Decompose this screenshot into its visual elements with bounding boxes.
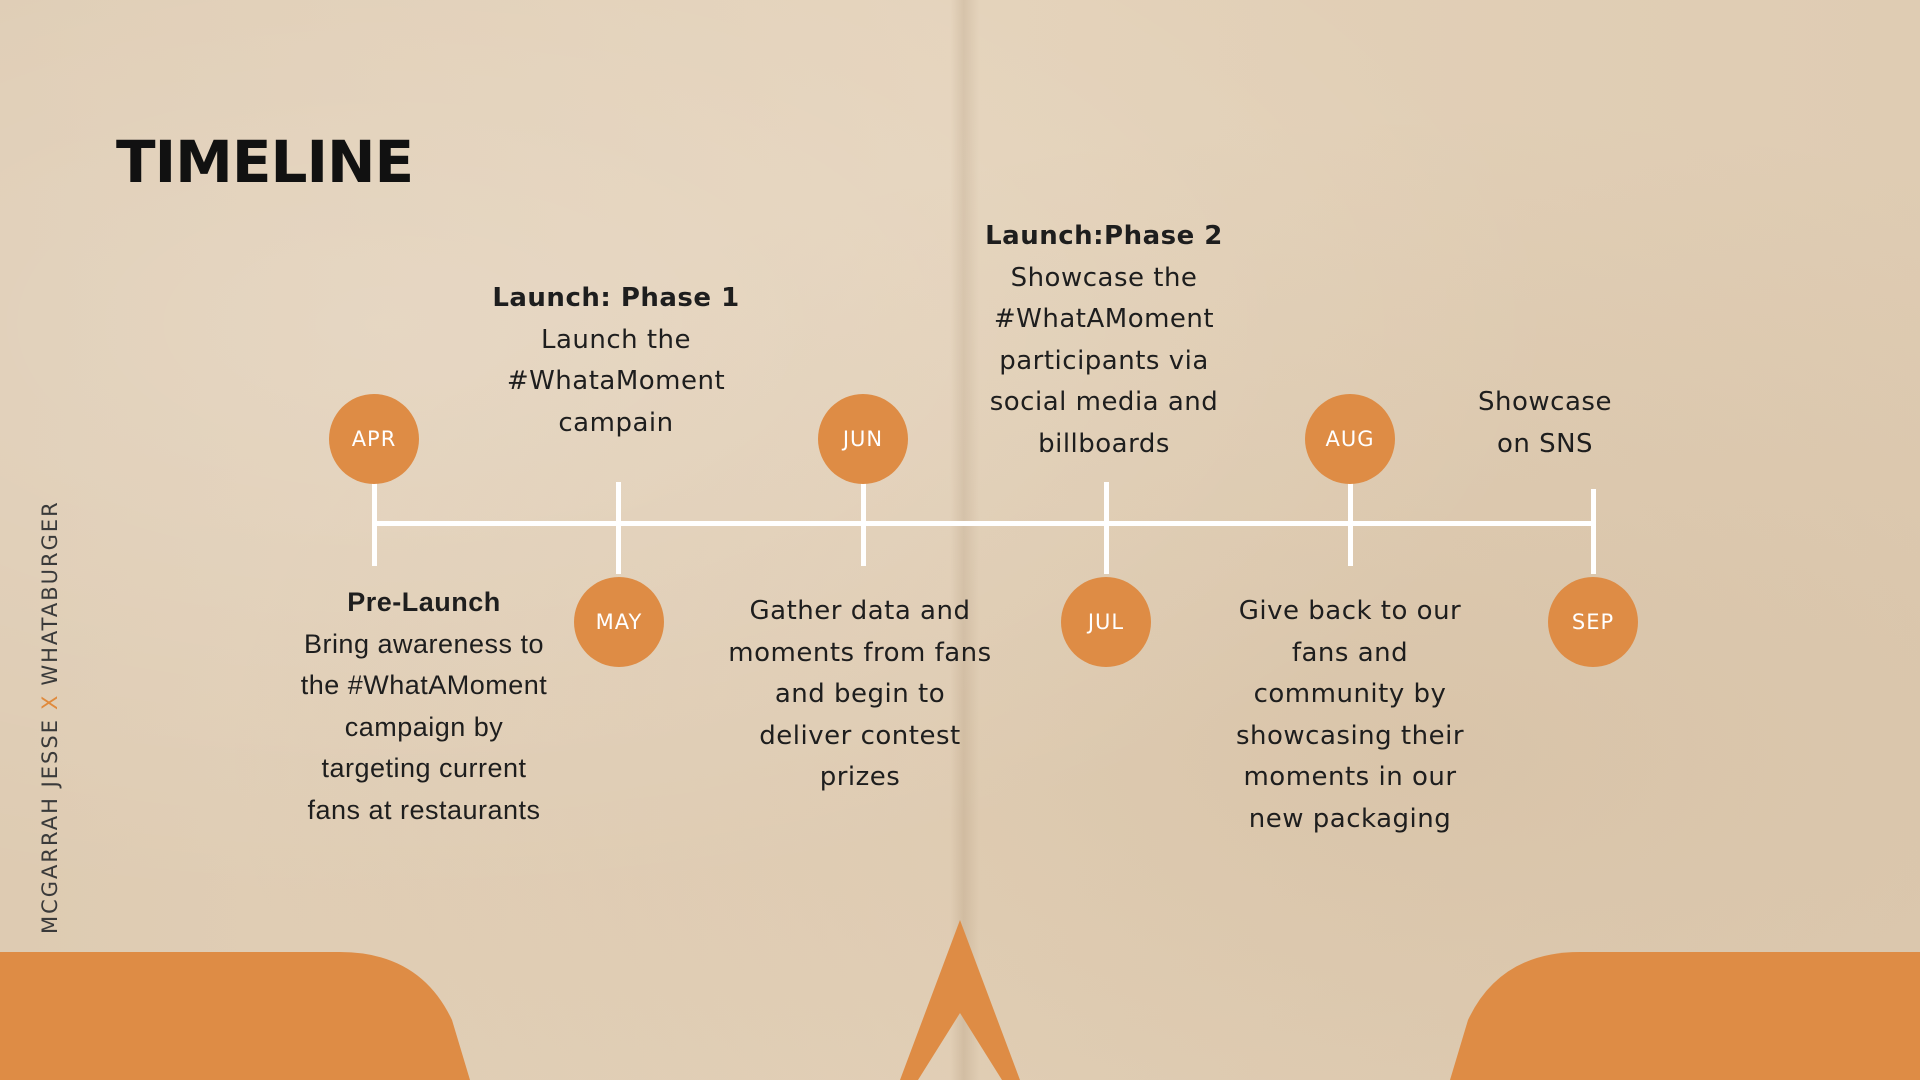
milestone-label: SEP	[1571, 610, 1615, 634]
event-body: Showcase on SNS	[1478, 387, 1612, 459]
milestone-apr: APR	[329, 394, 419, 484]
event-body: Give back to our fans and community by s…	[1235, 596, 1465, 834]
bottom-left-shape	[0, 952, 470, 1080]
milestone-jun: JUN	[818, 394, 908, 484]
event-launch-phase-2: Launch:Phase 2 Showcase the #WhatAMoment…	[954, 216, 1254, 465]
credit-brand: WHATABURGER	[38, 500, 62, 686]
bottom-right-shape	[1450, 952, 1920, 1080]
timeline-axis	[375, 521, 1594, 526]
milestone-label: APR	[351, 427, 397, 451]
tick-jun	[861, 478, 866, 566]
milestone-may: MAY	[574, 577, 664, 667]
event-pre-launch: Pre-Launch Bring awareness to the #WhatA…	[274, 582, 574, 831]
event-heading: Pre-Launch	[347, 587, 501, 617]
event-launch-phase-1: Launch: Phase 1 Launch the #WhataMoment …	[466, 278, 766, 444]
credit-author: MCGARRAH JESSE	[38, 718, 62, 934]
event-body: Bring awareness to the #WhatAMoment camp…	[300, 628, 548, 825]
event-give-back: Give back to our fans and community by s…	[1200, 591, 1500, 840]
event-heading: Launch: Phase 1	[492, 283, 740, 313]
event-body: Gather data and moments from fans and be…	[728, 596, 992, 792]
event-gather-data: Gather data and moments from fans and be…	[710, 591, 1010, 799]
tick-aug	[1348, 478, 1353, 566]
milestone-label: MAY	[595, 610, 643, 634]
event-body: Showcase the #WhatAMoment participants v…	[989, 262, 1219, 459]
milestone-label: JUL	[1087, 610, 1125, 634]
milestone-jul: JUL	[1061, 577, 1151, 667]
credit-separator: X	[38, 693, 62, 711]
tick-apr	[372, 478, 377, 566]
side-credit: MCGARRAH JESSE X WHATABURGER	[38, 500, 62, 934]
bottom-center-triangle	[900, 920, 1020, 1080]
event-heading: Launch:Phase 2	[985, 221, 1223, 251]
milestone-sep: SEP	[1548, 577, 1638, 667]
page-title: TIMELINE	[116, 128, 414, 196]
milestone-label: AUG	[1325, 427, 1375, 451]
tick-may	[616, 482, 621, 574]
event-body: Launch the #WhataMoment campain	[506, 324, 726, 438]
tick-jul	[1104, 482, 1109, 574]
event-showcase-sns: Showcase on SNS	[1395, 382, 1695, 465]
tick-sep	[1591, 489, 1596, 574]
milestone-aug: AUG	[1305, 394, 1395, 484]
milestone-label: JUN	[842, 427, 884, 451]
